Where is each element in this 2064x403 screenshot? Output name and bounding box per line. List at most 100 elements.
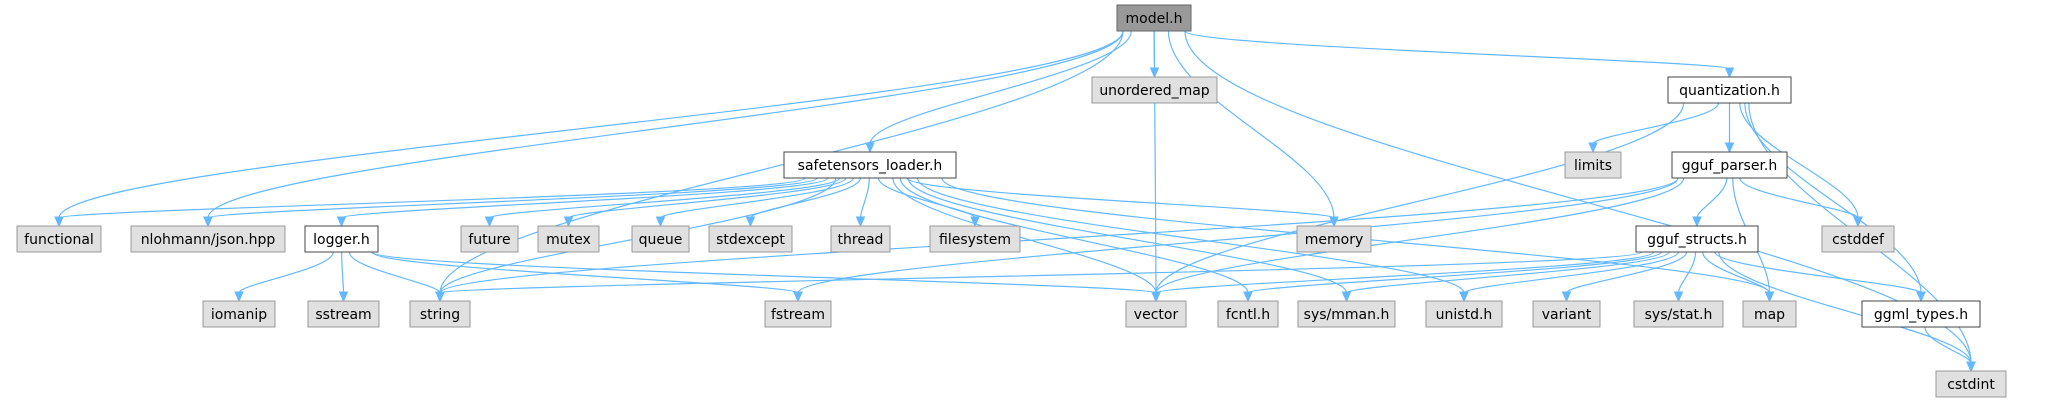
edge-quantization-to-cstddef: [1739, 102, 1859, 219]
node-label: future: [468, 232, 510, 248]
node-label: nlohmann/json.hpp: [141, 232, 276, 248]
node-label: map: [1754, 307, 1785, 323]
node-box: [1935, 370, 2007, 398]
node-box: [307, 300, 380, 328]
node-filesystem: filesystem: [929, 225, 1021, 253]
node-mman: sys/mman.h: [1297, 300, 1396, 328]
arrowhead-gguf_structs-to-fcntl: [1243, 291, 1253, 303]
edge-gguf_parser-to-cstddef: [1739, 177, 1859, 219]
arrowhead-safetensors-to-stdexcept: [745, 216, 756, 228]
node-label: iomanip: [211, 307, 267, 323]
node-memory: memory: [1296, 225, 1372, 253]
arrowhead-model-to-quantization: [1724, 67, 1735, 79]
node-label: thread: [838, 232, 884, 248]
edge-gguf_structs-to-vector: [1155, 251, 1655, 294]
node-unordered-map: unordered_map: [1091, 76, 1218, 104]
node-label: functional: [24, 232, 94, 248]
node-box: [1671, 151, 1788, 179]
node-fcntl: fcntl.h: [1217, 300, 1279, 328]
node-limits: limits: [1564, 151, 1622, 179]
node-label: cstdint: [1947, 377, 1995, 393]
arrowhead-gguf_parser-to-gguf_structs: [1692, 216, 1702, 228]
node-variant: variant: [1532, 300, 1601, 328]
arrowhead-safetensors-to-memory: [1329, 216, 1339, 228]
node-gguf-structs[interactable]: gguf_structs.h: [1635, 225, 1759, 253]
node-string: string: [409, 300, 471, 328]
node-quantization[interactable]: quantization.h: [1667, 76, 1792, 104]
node-label: fcntl.h: [1226, 307, 1270, 323]
node-gguf-parser[interactable]: gguf_parser.h: [1671, 151, 1788, 179]
edge-gguf_parser-to-vector: [1155, 177, 1685, 294]
node-box: [1861, 300, 1981, 328]
node-label: unordered_map: [1099, 83, 1209, 99]
node-unistd: unistd.h: [1425, 300, 1503, 328]
edge-safetensors-to-unistd: [916, 177, 1465, 294]
arrowhead-ggml_types-to-cstdint: [1966, 361, 1976, 373]
node-box: [708, 225, 793, 253]
edge-safetensors-to-logger: [340, 177, 829, 219]
node-label: gguf_parser.h: [1682, 158, 1778, 174]
edge-quantization-to-vector: [1155, 102, 1685, 294]
node-label: sys/stat.h: [1645, 307, 1713, 323]
arrowhead-gguf_structs-to-mman: [1341, 291, 1352, 303]
edge-model-to-string: [439, 30, 1124, 294]
node-logger[interactable]: logger.h: [304, 225, 379, 253]
node-label: fstream: [771, 307, 825, 323]
edge-gguf_structs-to-string: [439, 251, 1643, 294]
node-box: [1217, 300, 1279, 328]
node-mutex: mutex: [537, 225, 600, 253]
arrowhead-gguf_structs-to-stat: [1673, 291, 1684, 303]
node-fstream: fstream: [764, 300, 832, 328]
node-label: gguf_structs.h: [1647, 232, 1747, 248]
node-box: [830, 225, 891, 253]
node-sstream: sstream: [307, 300, 380, 328]
node-map: map: [1742, 300, 1797, 328]
arrowhead-gguf_structs-to-variant: [1561, 291, 1572, 303]
arrowhead-safetensors-to-future: [484, 216, 495, 228]
arrowhead-safetensors-to-thread: [855, 216, 866, 228]
arrowhead-gguf_structs-to-ggml_types: [1916, 291, 1926, 303]
node-box: [1425, 300, 1503, 328]
node-future: future: [460, 225, 519, 253]
arrowhead-quantization-to-limits: [1588, 142, 1598, 154]
edge-gguf_structs-to-cstdint: [1718, 251, 1972, 364]
node-functional: functional: [16, 225, 102, 253]
node-label: string: [420, 307, 460, 323]
node-label: unistd.h: [1436, 307, 1493, 323]
node-box: [1532, 300, 1601, 328]
edge-safetensors-to-mman: [907, 177, 1348, 294]
edge-gguf_parser-to-gguf_structs: [1696, 177, 1728, 219]
node-label: cstddef: [1832, 232, 1885, 248]
edge-gguf_structs-to-unistd: [1463, 251, 1679, 294]
node-box: [1667, 76, 1792, 104]
edge-quantization-to-limits: [1592, 102, 1720, 145]
edge-gguf_parser-to-fstream: [797, 177, 1679, 294]
node-label: memory: [1305, 232, 1364, 248]
node-safetensors[interactable]: safetensors_loader.h: [783, 151, 957, 179]
node-ggml-types[interactable]: ggml_types.h: [1861, 300, 1981, 328]
node-model[interactable]: model.h: [1116, 4, 1192, 32]
arrowhead-model-to-safetensors: [865, 142, 875, 154]
edge-safetensors-to-stdexcept: [749, 177, 862, 219]
arrowhead-gguf_structs-to-unistd: [1459, 291, 1469, 303]
node-box: [1742, 300, 1797, 328]
node-box: [409, 300, 471, 328]
node-box: [1635, 225, 1759, 253]
arrowhead-safetensors-to-mutex: [563, 216, 574, 228]
arrowhead-quantization-to-gguf_parser: [1724, 142, 1735, 154]
node-box: [929, 225, 1021, 253]
node-thread: thread: [830, 225, 891, 253]
edge-safetensors-to-json: [207, 177, 818, 219]
node-box: [1091, 76, 1218, 104]
edge-safetensors-to-thread: [859, 177, 870, 219]
arrowhead-logger-to-iomanip: [234, 291, 244, 303]
node-box: [202, 300, 276, 328]
node-box: [1821, 225, 1895, 253]
node-box: [537, 225, 600, 253]
edge-safetensors-to-filesystem: [877, 177, 976, 219]
edge-gguf_structs-to-variant: [1565, 251, 1688, 294]
node-iomanip: iomanip: [202, 300, 276, 328]
edge-logger-to-vector: [371, 251, 1157, 294]
edge-gguf_structs-to-fcntl: [1247, 251, 1662, 294]
node-label: mutex: [546, 232, 591, 248]
